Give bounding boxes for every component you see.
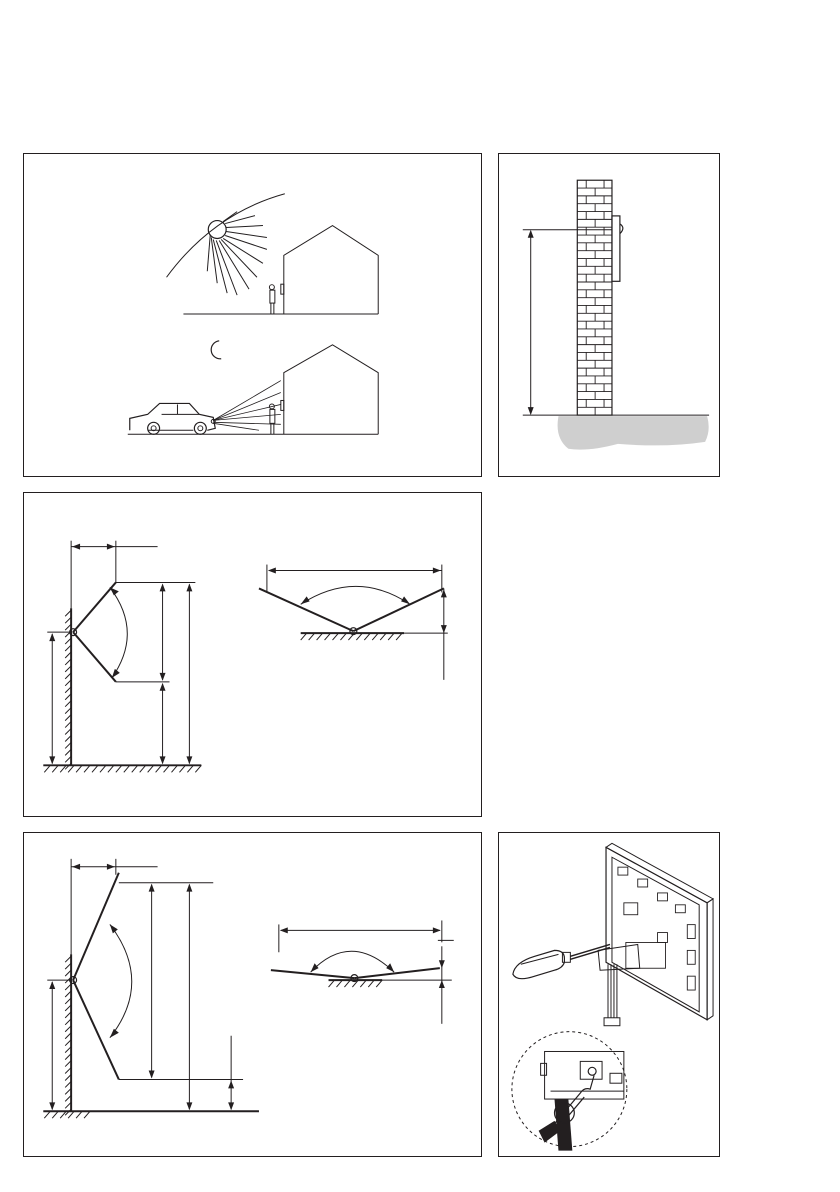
beam-right <box>354 968 439 978</box>
angle-arc-topview <box>301 586 410 604</box>
angle-arc <box>110 587 127 677</box>
ground-area <box>558 416 709 450</box>
panel-detection-angle-wide <box>23 492 482 817</box>
house-icon <box>281 226 378 314</box>
sensor-module-icon <box>606 843 713 1019</box>
brick-wall-icon <box>577 180 612 415</box>
arrow-down <box>528 407 534 415</box>
sensor-icon <box>612 216 623 281</box>
panel-day-night <box>23 153 482 477</box>
arrow-up <box>528 230 534 238</box>
angle-arc <box>110 924 132 1037</box>
panel-wall-mount-height <box>498 153 720 477</box>
screwdriver-icon <box>513 944 610 978</box>
panel-detection-angle-narrow <box>23 832 482 1157</box>
day-night-illustration <box>24 154 481 476</box>
beam-left <box>259 588 353 631</box>
person-icon <box>269 404 274 434</box>
beam-upper <box>73 582 116 632</box>
beam-lower <box>73 980 119 1079</box>
car-icon <box>130 403 215 434</box>
detection-angle-wide-diagram <box>24 493 481 816</box>
sun-icon <box>207 212 267 295</box>
person-icon <box>269 285 274 314</box>
beam-left <box>271 970 354 978</box>
beam-right <box>353 588 443 631</box>
detection-angle-narrow-diagram <box>24 833 481 1156</box>
angle-arc-topview <box>311 951 394 972</box>
headlight-beams <box>213 381 281 431</box>
beam-lower <box>73 632 116 682</box>
panel-screwdriver-adjustment <box>498 832 720 1157</box>
screwdriver-adjustment-illustration <box>499 833 719 1156</box>
magnifier-icon <box>512 1032 627 1151</box>
wall-mount-illustration <box>499 154 719 476</box>
house-icon <box>281 345 378 434</box>
moon-icon <box>211 341 221 359</box>
cable <box>604 964 620 1025</box>
